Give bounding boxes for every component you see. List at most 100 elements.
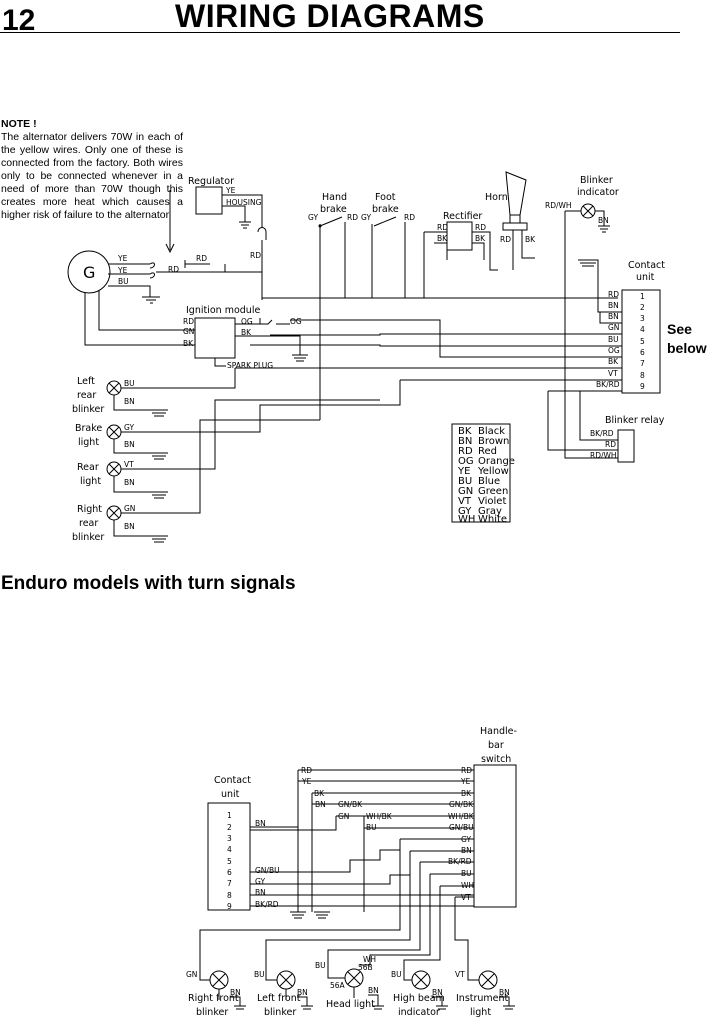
alternator-wires [108,263,160,304]
ignition-wires [214,319,308,367]
see-below-line2: below [667,340,707,356]
handlebar-switch-box [473,764,517,908]
right-front-label-2: blinker [196,1007,228,1018]
color-legend: BK Black BN Brown RD Red OG Orange YE Ye… [457,426,515,525]
contact-wire-3: BN [608,312,619,321]
lower-mid-labels: RD YE BK BN GN/BK GN WH/BK BU [301,766,393,832]
brake-light-cross [108,426,120,438]
blinker-indicator-label-1: Blinker [580,175,613,186]
wire-bu-alt: BU [118,277,129,286]
instrument-label-1: Instrument [456,993,509,1004]
alternator-to-ignition [84,290,195,346]
contact-wire-7: BK [608,357,619,366]
rf-gn: GN [186,970,197,979]
alternator-label: G [83,263,95,282]
contact-unit-pins: 1 2 3 4 5 6 7 8 9 [640,292,645,391]
legend-name-6: Green [478,486,508,497]
rectifier-bk-r: BK [475,234,486,243]
rear-light-label-2: light [80,476,101,487]
instrument-cross [481,973,495,987]
hand-brake-gy: GY [308,213,318,222]
instrument-label-2: light [470,1007,491,1018]
legend-name-1: Brown [478,436,509,447]
legend-code-3: OG [458,456,474,467]
front-lamp-wires [199,839,515,1010]
lower-wiring-diagram: Handle- bar switch RD YE BK GN/BK WH/BK … [186,726,517,1018]
note-arrow [165,190,175,254]
lower-bus-wires [250,769,474,912]
hand-brake-label-2: brake [320,204,347,215]
ignition-og: OG [241,317,253,326]
contact2-wire-2: BN [255,819,266,828]
rear-light-vt: VT [124,460,134,469]
title-rule [0,32,680,33]
foot-brake-label-2: brake [372,204,399,215]
blinker-indicator-bn: BN [598,216,609,225]
right-rear-bn: BN [124,522,135,531]
contact2-pin-9: 9 [227,902,232,911]
section-heading: Enduro models with turn signals [1,573,296,594]
contact2-pin-2: 2 [227,823,232,832]
contact-pin-9: 9 [640,382,645,391]
right-rear-gn: GN [124,504,135,513]
legend-code-9: WH [458,514,475,525]
right-rear-cross [108,507,120,519]
hl-56b: 56B [358,963,373,972]
in-vt: VT [455,970,465,979]
contact-unit-label-2: unit [636,272,655,283]
upper-wiring-diagram: G YE YE BU RD RD Regulator YE HOUSING RD… [67,171,665,543]
contact-pin-3: 3 [640,314,645,323]
rear-lamps: Left rear blinker BU BN Brake light GY B… [72,368,401,543]
contact-pin-4: 4 [640,325,645,334]
contact-wire-4: GN [608,323,619,332]
legend-name-0: Black [478,426,505,437]
alternator-symbol [67,250,111,294]
legend-name-4: Yellow [477,466,509,477]
horn-bk: BK [525,235,536,244]
horn-rd: RD [500,235,511,244]
contact2-wire-8: BN [255,888,266,897]
foot-brake-label-1: Foot [375,192,396,203]
legend-code-0: BK [458,426,472,437]
high-beam-label-1: High beam [393,993,445,1004]
legend-code-8: GY [458,506,472,517]
legend-name-9: White [478,514,507,525]
blinker-indicator-wires [564,210,618,459]
contact-pin-6: 6 [640,348,645,357]
contact2-wire-6: GN/BU [255,866,280,875]
contact-wire-1: RD [608,290,619,299]
legend-name-5: Blue [478,476,500,487]
legend-name-2: Red [478,446,497,457]
alternator-rd-wire [156,260,262,273]
contact-wire-8: VT [608,369,618,378]
hand-brake-switch [319,216,346,420]
contact-pin-8: 8 [640,371,645,380]
rectifier-bk-l: BK [437,234,448,243]
contact-unit-2-box [207,802,251,911]
rectifier-label: Rectifier [443,211,482,222]
rectifier-rd-l: RD [437,223,448,232]
wire-ye-2: YE [117,266,128,275]
legend-code-2: RD [458,446,473,457]
color-legend-box [451,423,511,523]
handlebar-switch-label-3: switch [481,754,511,765]
hb-bn: BN [432,988,443,997]
right-rear-label-1: Right [77,504,102,515]
regulator-label: Regulator [188,176,234,187]
relay-bkrd: BK/RD [590,429,614,438]
ignition-module-box [194,317,236,359]
contact-unit-wire-labels: RD BN BN GN BU OG BK VT BK/RD [596,290,620,389]
foot-brake-rd: RD [404,213,415,222]
regulator-connector [257,227,267,300]
hl-56a: 56A [330,981,346,990]
handlebar-switch-wire-labels: RD YE BK GN/BK WH/BK GN/BU GY BN BK/RD B… [448,766,475,902]
head-light-label: Head light [326,999,375,1010]
contact2-pin-3: 3 [227,834,232,843]
hand-brake-contact [318,224,322,228]
wire-rd-alt: RD [168,265,179,274]
regulator-housing: HOUSING [226,198,262,207]
contact-pin-7: 7 [640,359,645,368]
rear-lamp-wires [113,368,401,543]
high-beam-cross [414,973,428,987]
